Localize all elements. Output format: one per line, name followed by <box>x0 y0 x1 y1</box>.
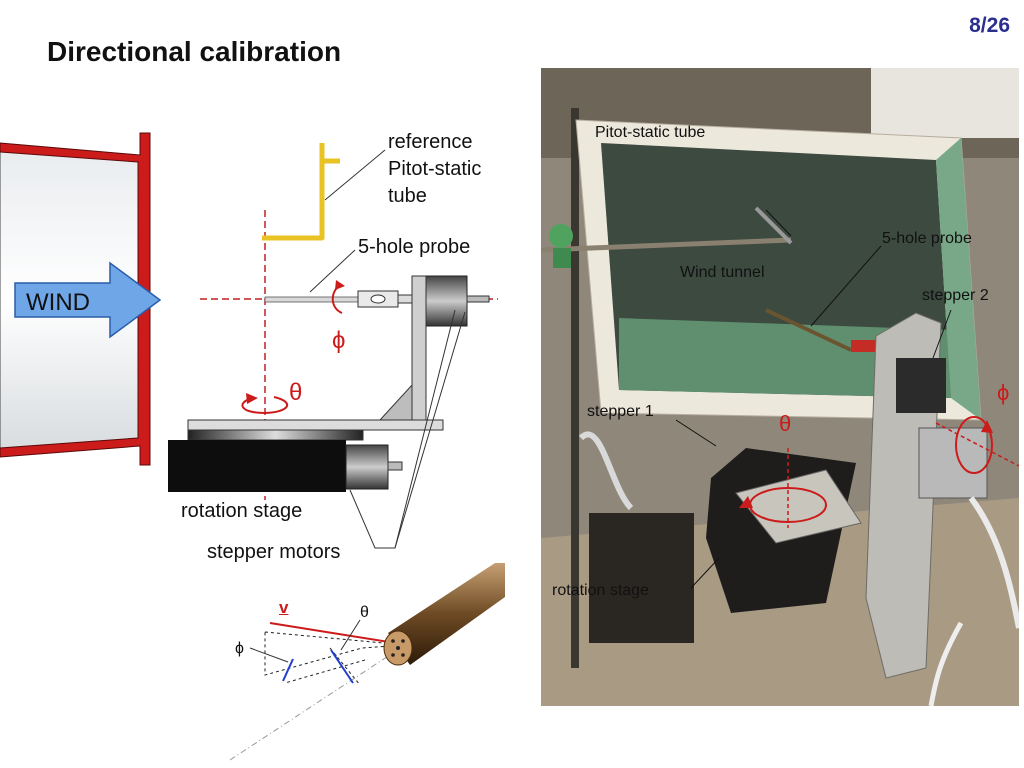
wind-label: WIND <box>26 289 90 316</box>
probe-label: 5-hole probe <box>358 236 471 258</box>
calibration-schematic: WIND <box>0 132 505 761</box>
vector-phi-symbol: ϕ <box>235 640 244 657</box>
reference-pitot-tube <box>262 143 340 241</box>
theta-symbol: θ <box>289 379 303 406</box>
photo-wind-tunnel-label: Wind tunnel <box>680 264 765 281</box>
phi-rotation-arrow <box>331 280 345 314</box>
reference-tube-label-line3: tube <box>388 185 427 207</box>
photo-rotation-stage-label: rotation stage <box>552 582 649 599</box>
five-hole-probe <box>264 275 490 327</box>
velocity-vector-label: v <box>279 598 289 617</box>
slide-title: Directional calibration <box>47 36 342 67</box>
theta-rotation-arrow <box>241 393 288 415</box>
vector-theta-symbol: θ <box>360 604 369 621</box>
rotation-stage <box>168 419 444 492</box>
photo-phi-symbol: ϕ <box>997 380 1010 405</box>
photo-pitot-tube-label: Pitot-static tube <box>595 124 706 141</box>
reference-tube-label-line2: Pitot-static <box>388 158 482 180</box>
setup-photo-drawing <box>541 68 1019 706</box>
probe-leader-line <box>309 249 356 293</box>
phi-symbol: ϕ <box>332 327 346 354</box>
setup-photo: Pitot-static tube 5-hole probe Wind tunn… <box>541 68 1019 706</box>
photo-theta-symbol: θ <box>779 411 792 436</box>
rotation-stage-label: rotation stage <box>181 500 303 522</box>
page-number: 8/26 <box>969 14 1010 37</box>
probe-tip-vector-diagram <box>229 563 505 761</box>
reference-tube-label-line1: reference <box>388 131 473 153</box>
wind-arrow <box>14 261 162 339</box>
pitot-leader-line <box>324 149 386 201</box>
photo-probe-label: 5-hole probe <box>882 230 972 247</box>
stepper-leader-lines <box>349 309 456 549</box>
photo-stepper-1-label: stepper 1 <box>587 403 654 420</box>
photo-stepper-2-label: stepper 2 <box>922 287 989 304</box>
stepper-motors-label: stepper motors <box>207 541 341 563</box>
